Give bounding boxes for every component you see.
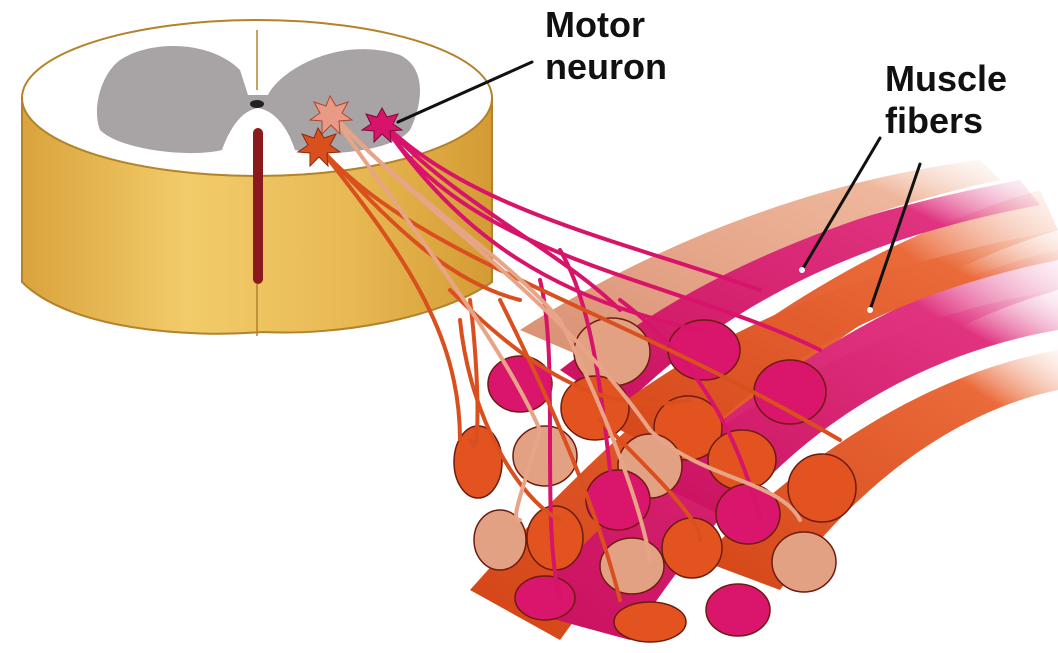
- motor-neuron-label-line-2: neuron: [545, 46, 667, 88]
- muscle-fiber-bundle: [454, 160, 1058, 642]
- muscle-fibers-label: Muscle fibers: [885, 58, 1007, 142]
- motor-neuron-label-line-1: Motor: [545, 4, 667, 46]
- central-canal: [250, 100, 264, 108]
- motor-neuron-label: Motor neuron: [545, 4, 667, 88]
- spinal-cord: [22, 20, 492, 336]
- anterior-median-fissure: [253, 128, 263, 284]
- muscle-fibers-label-line-1: Muscle: [885, 58, 1007, 100]
- muscle-fibers-label-line-2: fibers: [885, 100, 1007, 142]
